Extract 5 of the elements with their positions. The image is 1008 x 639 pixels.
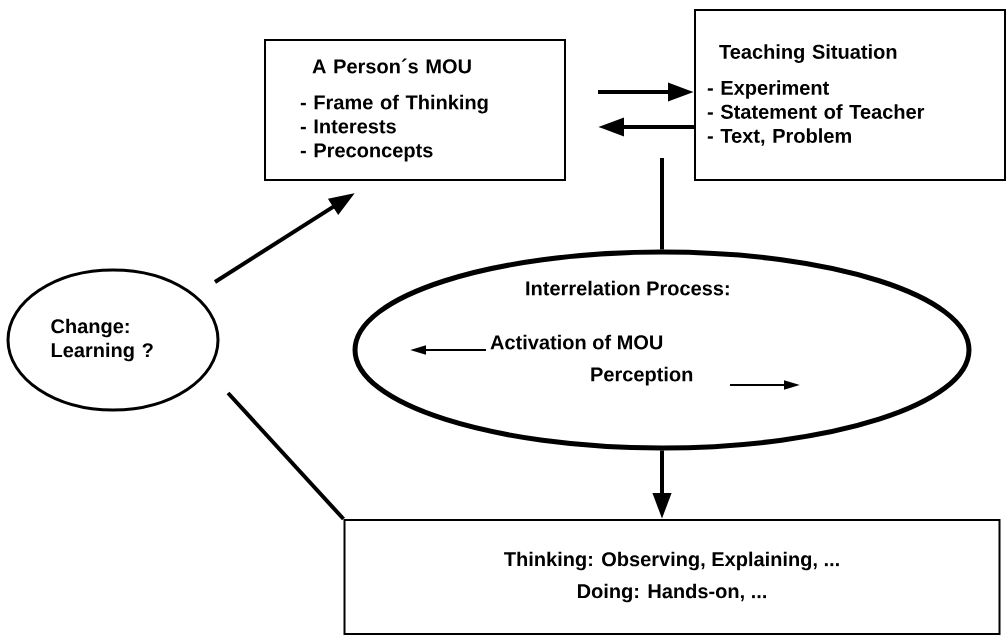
text-box: Thinking: Observing, Explaining, ... Doing: Hands-on, ... — [343, 519, 1001, 635]
text-box: A Person´s MOU - Frame of Thinking - Interests - Preconcepts — [264, 39, 566, 181]
connector-line — [660, 158, 664, 250]
text-box: Teaching Situation - Experiment - Statement of Teacher - Text, Problem — [694, 9, 1006, 181]
connector-line — [226, 391, 345, 521]
